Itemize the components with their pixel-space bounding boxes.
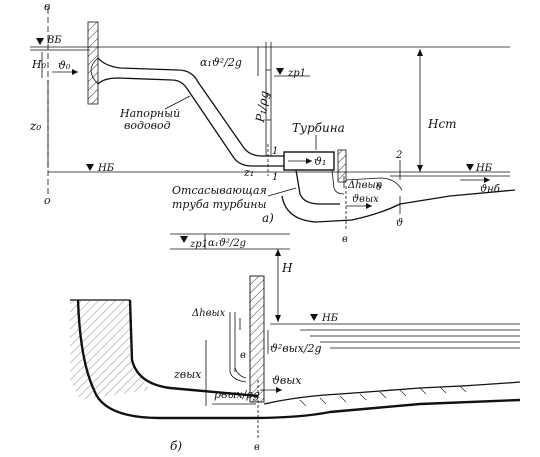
dh-label-a: Δhвых [347,180,382,191]
zp1-label-a: zр1 [287,68,306,79]
zout-label: zвых [173,368,202,381]
h-label: H [281,261,293,275]
z1-label: z₁ [243,166,254,179]
pipe-label-1: Напорный [119,107,180,120]
sec-v2-label-a: ϑ [396,218,403,229]
vnb-label: ϑнб [480,184,501,195]
pout-label: pвых/ρg [214,388,260,401]
vout-label-b: ϑвых [272,374,302,387]
sec1-label: 1 [272,146,278,157]
zp1-marker [276,68,284,75]
vb-label: ВБ [46,35,62,46]
vout-head-label: ϑ²вых/2g [270,342,322,355]
pressure-head-label: P₁/ρg [253,90,271,125]
tailrace-wall [337,149,347,183]
zp1-label-b: zр1 [189,239,208,250]
penstock-bottom [97,77,300,167]
nb-label: НБ [97,163,115,174]
h0-label: H₀ [31,58,47,71]
theta-label: θ [376,182,382,193]
z0-label: z₀ [29,119,41,133]
velocity-head-label-a: α₁ϑ²/2g [200,56,242,69]
penstock-inlet [90,57,99,85]
draft-tube [295,169,340,205]
nb-label-b: НБ [321,313,339,324]
hct-label: Hст [427,117,457,131]
nb-marker-b [310,314,318,321]
vout-label-a: ϑвых [352,194,379,205]
nb-marker [86,164,94,171]
sec-bottom-label-b: в [254,442,260,453]
nb-right-label: НБ [475,163,493,174]
section-bottom-label: о [44,194,51,207]
outlet-wall-b [249,275,265,403]
diagram-b: zр1 α₁ϑ²/2g H НБ Δhвы [70,233,521,453]
sec2-label: 2 [395,150,402,161]
sec1b-label: 1 [272,172,278,183]
pipe-label-2: водовод [124,119,171,132]
sec-v-label-b: в [240,350,246,361]
fig-label-b: б) [170,439,182,453]
dh-label-b: Δhвых [191,308,226,319]
v0-label: ϑ₀ [58,59,71,72]
turbine-label: Турбина [292,121,345,135]
suction-label-1: Отсасывающая [172,184,267,197]
vb-level-marker [36,38,44,45]
draft-tube-b [128,299,259,398]
diagram-a: в о ВБ H₀ ϑ₀ z₀ Напорный водовод α₁ϑ²/2g [29,0,516,245]
zp1-marker-b [180,236,188,243]
section-top-label: в [44,0,50,13]
v1-label: ϑ₁ [314,155,326,168]
sec-v-label-a: в [342,234,348,245]
draft-tube-bottom [92,389,521,420]
riverbed [281,189,516,223]
nb-right-marker [466,164,474,171]
penstock-top [97,57,300,157]
velocity-head-label-b: α₁ϑ²/2g [208,238,246,249]
suction-label-2: труба турбины [172,198,267,211]
fig-label-a: а) [262,211,274,225]
